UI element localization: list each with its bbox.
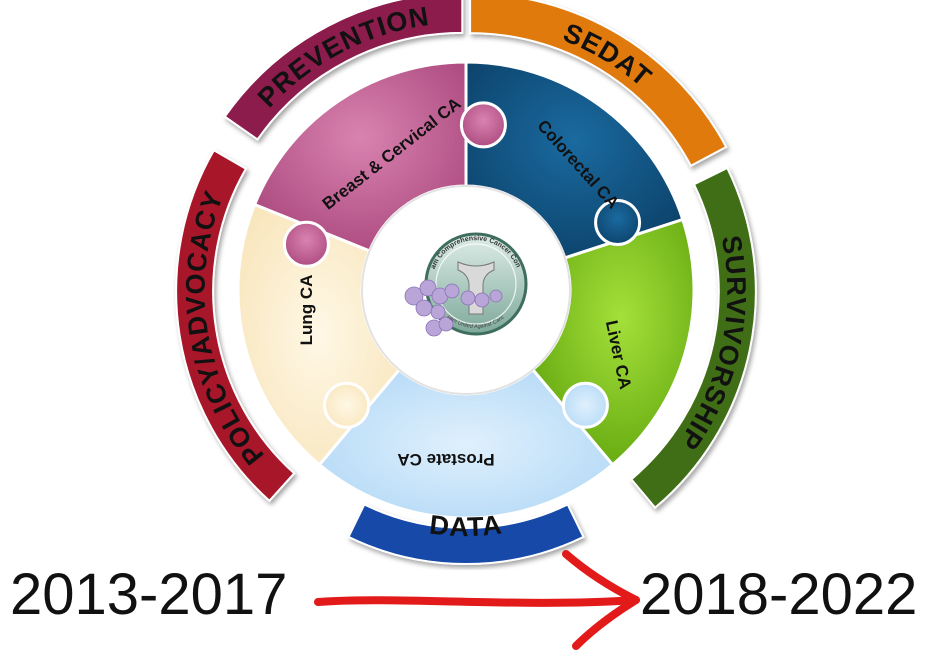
band-sedat [469, 0, 728, 168]
puzzle-knob [323, 381, 371, 429]
latte-stone-icon [457, 261, 495, 315]
timeline-arrow [314, 550, 640, 650]
puzzle-knob [282, 220, 330, 268]
timeline-start-years: 2013-2017 [10, 562, 288, 627]
band-policy-advocacy [175, 148, 296, 503]
puzzle-knob [459, 101, 507, 149]
timeline-end-years: 2018-2022 [640, 562, 918, 627]
svg-text:DATA: DATA [428, 509, 504, 542]
band-data [347, 503, 585, 566]
piece-label-lung: Lung CA [297, 275, 316, 346]
puzzle-knob [594, 199, 642, 246]
arrow-head-icon [562, 550, 640, 650]
arrow-shaft [314, 596, 640, 607]
flower-cluster-icon [404, 279, 503, 337]
band-label-data: DATA [428, 509, 503, 542]
band-prevention [223, 0, 464, 141]
puzzle-knob [561, 381, 609, 429]
piece-label-prostate: Prostate CA [397, 450, 494, 469]
band-survivorship [629, 166, 757, 510]
